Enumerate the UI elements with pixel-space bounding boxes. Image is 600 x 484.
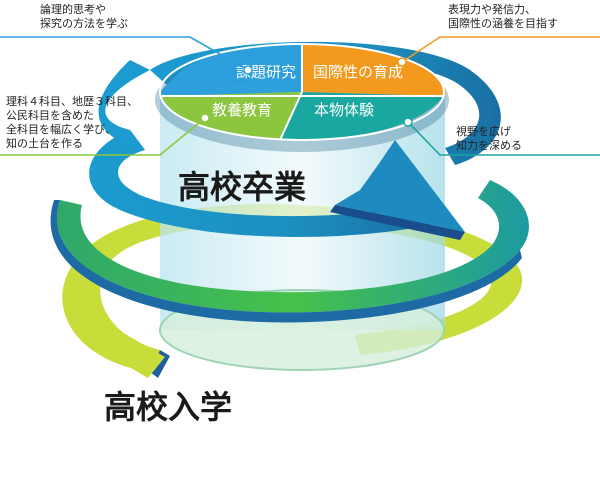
- leader-dot-mid-left: [200, 113, 210, 123]
- segment-authentic: [280, 92, 444, 141]
- segment-liberal-arts: [162, 92, 302, 140]
- annotation-mid-right: 視野を広げ 知力を深める: [456, 125, 522, 152]
- cylinder-bottom-rim: [159, 289, 445, 371]
- segment-label-authentic: 本物体験: [314, 101, 374, 119]
- leader-dot-top-left: [243, 65, 253, 75]
- spiral-band-top-ring: [150, 41, 501, 165]
- annotation-top-left: 論理的思考や 探究の方法を学ぶ: [40, 3, 128, 30]
- annotation-mid-left: 理科４科目、地歴３科目、 公民科目を含めた 全科目を幅広く学び、 知の土台を作る: [6, 95, 138, 150]
- leader-line-top-right: [401, 36, 600, 63]
- segment-international-b: [302, 80, 446, 96]
- graduation-label: 高校卒業: [178, 168, 306, 206]
- graduation-arrow-head: [335, 140, 465, 232]
- segment-international: [302, 44, 440, 92]
- leader-dot-top-right: [397, 57, 407, 67]
- spiral-band-upper: [89, 130, 431, 237]
- annotation-top-right: 表現力や発信力、 国際性の涵養を目指す: [448, 3, 558, 30]
- graduation-arrow-head-shade: [330, 205, 465, 240]
- segment-label-international: 国際性の育成: [313, 63, 403, 81]
- leader-dot-mid-right: [403, 117, 413, 127]
- segment-divider-3: [279, 91, 303, 141]
- segment-research: [170, 44, 302, 92]
- segment-research-b: [160, 82, 302, 96]
- leader-line-mid-right: [407, 121, 600, 156]
- spiral-band-left-arc: [98, 60, 150, 150]
- entrance-arrow-tail: [100, 330, 165, 378]
- segment-label-liberal-arts: 教養教育: [212, 101, 272, 119]
- entrance-label: 高校入学: [104, 388, 232, 426]
- leader-line-mid-left: [0, 117, 206, 156]
- spiral-band-middle: [56, 180, 529, 313]
- leader-line-top-left: [0, 36, 249, 71]
